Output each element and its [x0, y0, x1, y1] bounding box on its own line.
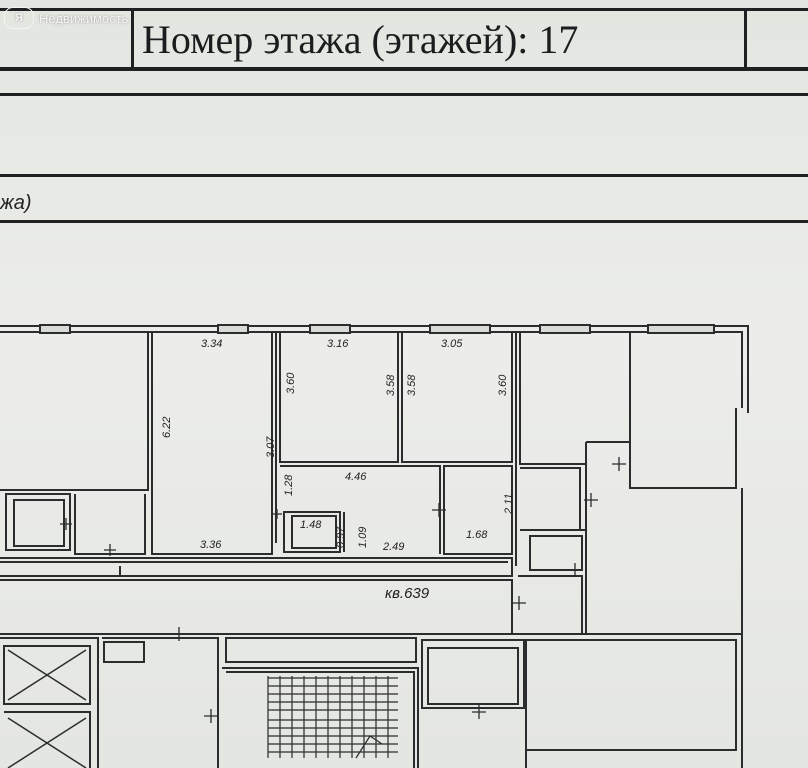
dimension-label: 3.60: [497, 374, 509, 396]
window-icon: [39, 324, 71, 334]
staircase-icon: [267, 676, 398, 759]
window-icon: [647, 324, 715, 334]
window-icon: [309, 324, 351, 334]
dimension-label: 0.97: [335, 526, 347, 548]
floor-number-label: Номер этажа (этажей): 17: [142, 17, 579, 62]
dimension-label: 1.09: [357, 527, 369, 548]
table-line-row: [0, 220, 808, 223]
watermark-logo: Я: [4, 7, 34, 29]
dimension-label: 3.36: [200, 539, 222, 551]
dimension-label: 3.60: [285, 372, 297, 394]
dimension-label: 3.16: [327, 338, 349, 350]
fixture-markers: [60, 457, 626, 723]
watermark: Я Недвижимость: [4, 7, 128, 29]
table-line-top: [0, 8, 808, 11]
table-line-header-bottom: [0, 67, 808, 71]
floor-plan: 3.34 3.16 3.05 3.60 3.58 3.58 3.60 6.22 …: [0, 324, 749, 768]
apartment-number-label: кв.639: [385, 585, 430, 602]
window-icon: [539, 324, 591, 334]
dimension-label: 1.68: [466, 529, 488, 541]
cropped-caption: жа): [0, 192, 32, 214]
table-line-row: [0, 174, 808, 177]
dimension-label: 3.05: [441, 338, 463, 350]
table-line-divider: [131, 10, 134, 68]
dimension-label: 6.22: [161, 417, 173, 438]
dimension-label: 1.28: [283, 474, 295, 496]
dimension-label: 3.34: [201, 338, 222, 350]
window-icon: [429, 324, 491, 334]
dimension-label: 3.07: [265, 436, 277, 458]
dimension-label: 2.11: [503, 493, 515, 515]
table-line-divider: [744, 10, 747, 68]
dimension-label: 3.58: [385, 374, 397, 396]
dimension-label: 3.58: [406, 374, 418, 396]
elevator-shaft-icon: [7, 717, 87, 768]
dimension-label: 1.48: [300, 519, 322, 531]
watermark-text: Недвижимость: [39, 10, 129, 26]
dimension-label: 4.46: [345, 471, 367, 483]
window-icon: [217, 324, 249, 334]
outer-wall: [0, 325, 749, 413]
dimension-label: 2.49: [382, 541, 404, 553]
table-line-row: [0, 93, 808, 96]
elevator-shaft-icon: [7, 649, 87, 701]
